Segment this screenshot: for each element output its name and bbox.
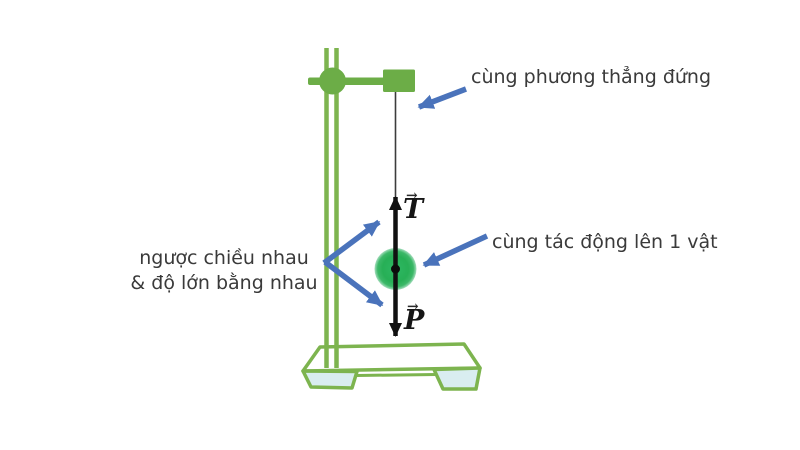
base-top-face (301, 342, 482, 373)
tension-symbol: T (403, 194, 424, 225)
weight-symbol: P (404, 305, 425, 336)
tension-label: → T (403, 188, 424, 225)
base-foot-right (432, 366, 482, 391)
pointer-arrow-to-string (417, 86, 467, 110)
lab-stand-rod (324, 48, 339, 368)
clamp-assembly (308, 67, 415, 95)
pointer-arrow-to-ball (422, 233, 489, 268)
weight-label: → P (404, 299, 425, 336)
vector-arrow-icon: → (406, 188, 418, 204)
vector-arrow-icon: → (407, 299, 419, 315)
annotation-same-object: cùng tác động lên 1 vật (492, 231, 718, 253)
clamp-knob (319, 67, 346, 95)
annotation-opposite-equal: ngược chiều nhau & độ lớn bằng nhau (104, 246, 344, 296)
annotation-opposite-equal-line1: ngược chiều nhau (139, 247, 309, 269)
base-foot-left (301, 369, 359, 390)
ball-center-dot (391, 264, 400, 274)
stand-base (301, 342, 482, 391)
clamp-block (383, 69, 415, 92)
annotation-opposite-equal-line2: & độ lớn bằng nhau (130, 272, 318, 294)
annotation-direction: cùng phương thẳng đứng (471, 66, 712, 88)
pointer-arrow-to-tension (322, 219, 381, 266)
base-front-edge (356, 373, 437, 377)
pointer-arrow-to-weight (323, 259, 384, 308)
